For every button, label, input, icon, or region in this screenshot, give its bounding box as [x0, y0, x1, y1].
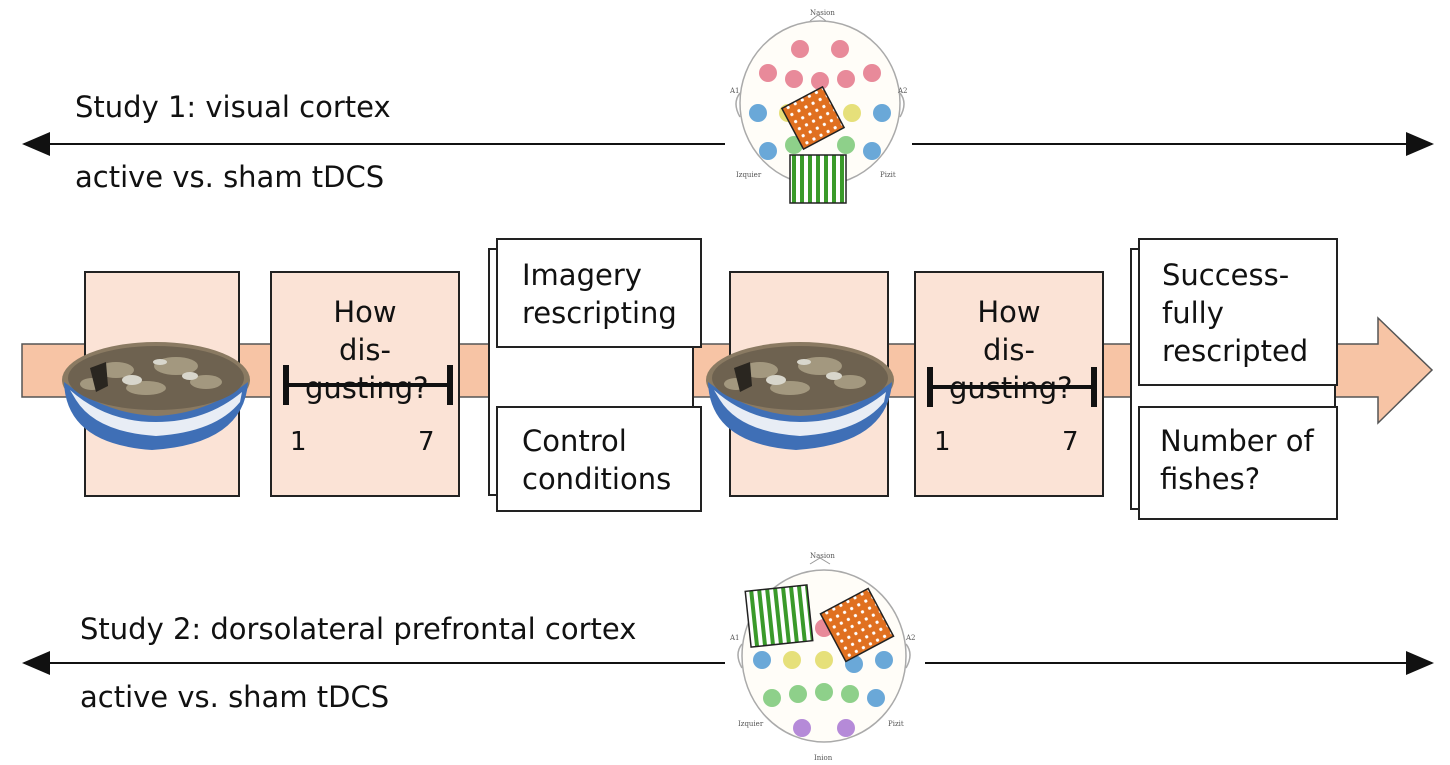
eeg-head-study2: Nasion A1 A2 Izquier Pizit Inion	[729, 552, 916, 762]
electrodes	[753, 619, 893, 737]
svg-text:A1: A1	[729, 634, 740, 642]
svg-text:A1: A1	[729, 87, 740, 95]
scale-max: 7	[418, 427, 435, 457]
study2-title: Study 2: dorsolateral prefrontal cortex	[80, 612, 637, 646]
condition-bottom-line2: conditions	[522, 462, 672, 496]
svg-text:Izquier: Izquier	[736, 171, 762, 179]
outcome-bottom-line2: fishes?	[1160, 462, 1261, 496]
outcome-top-line2: fully	[1162, 296, 1224, 330]
rating-question-line1: How dis-	[333, 295, 397, 367]
rating-scale	[283, 365, 453, 405]
svg-text:Izquier: Izquier	[738, 720, 764, 728]
svg-text:Pizit: Pizit	[880, 171, 896, 179]
scale-max: 7	[1062, 427, 1079, 457]
rating-question-line2: gusting?	[305, 371, 429, 405]
svg-text:A2: A2	[897, 87, 908, 95]
outcome-top-line3: rescripted	[1162, 334, 1309, 368]
study1-subtitle: active vs. sham tDCS	[75, 160, 385, 194]
cathode-electrode	[744, 584, 814, 648]
condition-control: Control conditions	[496, 406, 702, 512]
rating-panel-2: How dis- gusting? 1 7	[914, 271, 1104, 497]
condition-bottom-line1: Control	[522, 424, 627, 458]
scale-min: 1	[934, 427, 951, 457]
study2-subtitle: active vs. sham tDCS	[80, 680, 390, 714]
condition-top-line2: rescripting	[522, 296, 677, 330]
fish-bowl-image-2	[706, 342, 894, 450]
condition-top-label: Imagery rescripting	[522, 256, 677, 332]
anode-electrode	[819, 587, 895, 663]
eeg-nasion-label: Nasion	[810, 9, 835, 17]
anode-electrode	[780, 85, 846, 151]
outcome-top-line1: Success-	[1162, 258, 1290, 292]
condition-top-line1: Imagery	[522, 258, 642, 292]
condition-imagery-rescripting: Imagery rescripting	[496, 238, 702, 348]
rating-panel-1: How dis- gusting? 1 7	[270, 271, 460, 497]
outcome-number-of-fishes: Number of fishes?	[1138, 406, 1338, 520]
rating-question: How dis- gusting?	[305, 293, 429, 407]
cathode-electrode	[789, 154, 847, 204]
svg-text:Inion: Inion	[814, 754, 833, 762]
fish-bowl-image-1	[62, 342, 250, 450]
outcome-top-label: Success- fully rescripted	[1162, 256, 1308, 370]
rating-scale	[927, 367, 1097, 407]
scale-min: 1	[290, 427, 307, 457]
svg-text:Nasion: Nasion	[810, 552, 835, 560]
outcome-successfully-rescripted: Success- fully rescripted	[1138, 238, 1338, 386]
rating-question-line1: How dis-	[977, 295, 1041, 367]
svg-text:A2: A2	[905, 634, 916, 642]
eeg-head-study1: Nasion A1 A2 Izquier Pizit	[729, 9, 908, 204]
study1-title: Study 1: visual cortex	[75, 90, 391, 124]
outcome-bottom-line1: Number of	[1160, 424, 1314, 458]
outcome-bottom-label: Number of fishes?	[1160, 422, 1314, 498]
svg-text:Pizit: Pizit	[888, 720, 904, 728]
condition-bottom-label: Control conditions	[522, 422, 671, 498]
